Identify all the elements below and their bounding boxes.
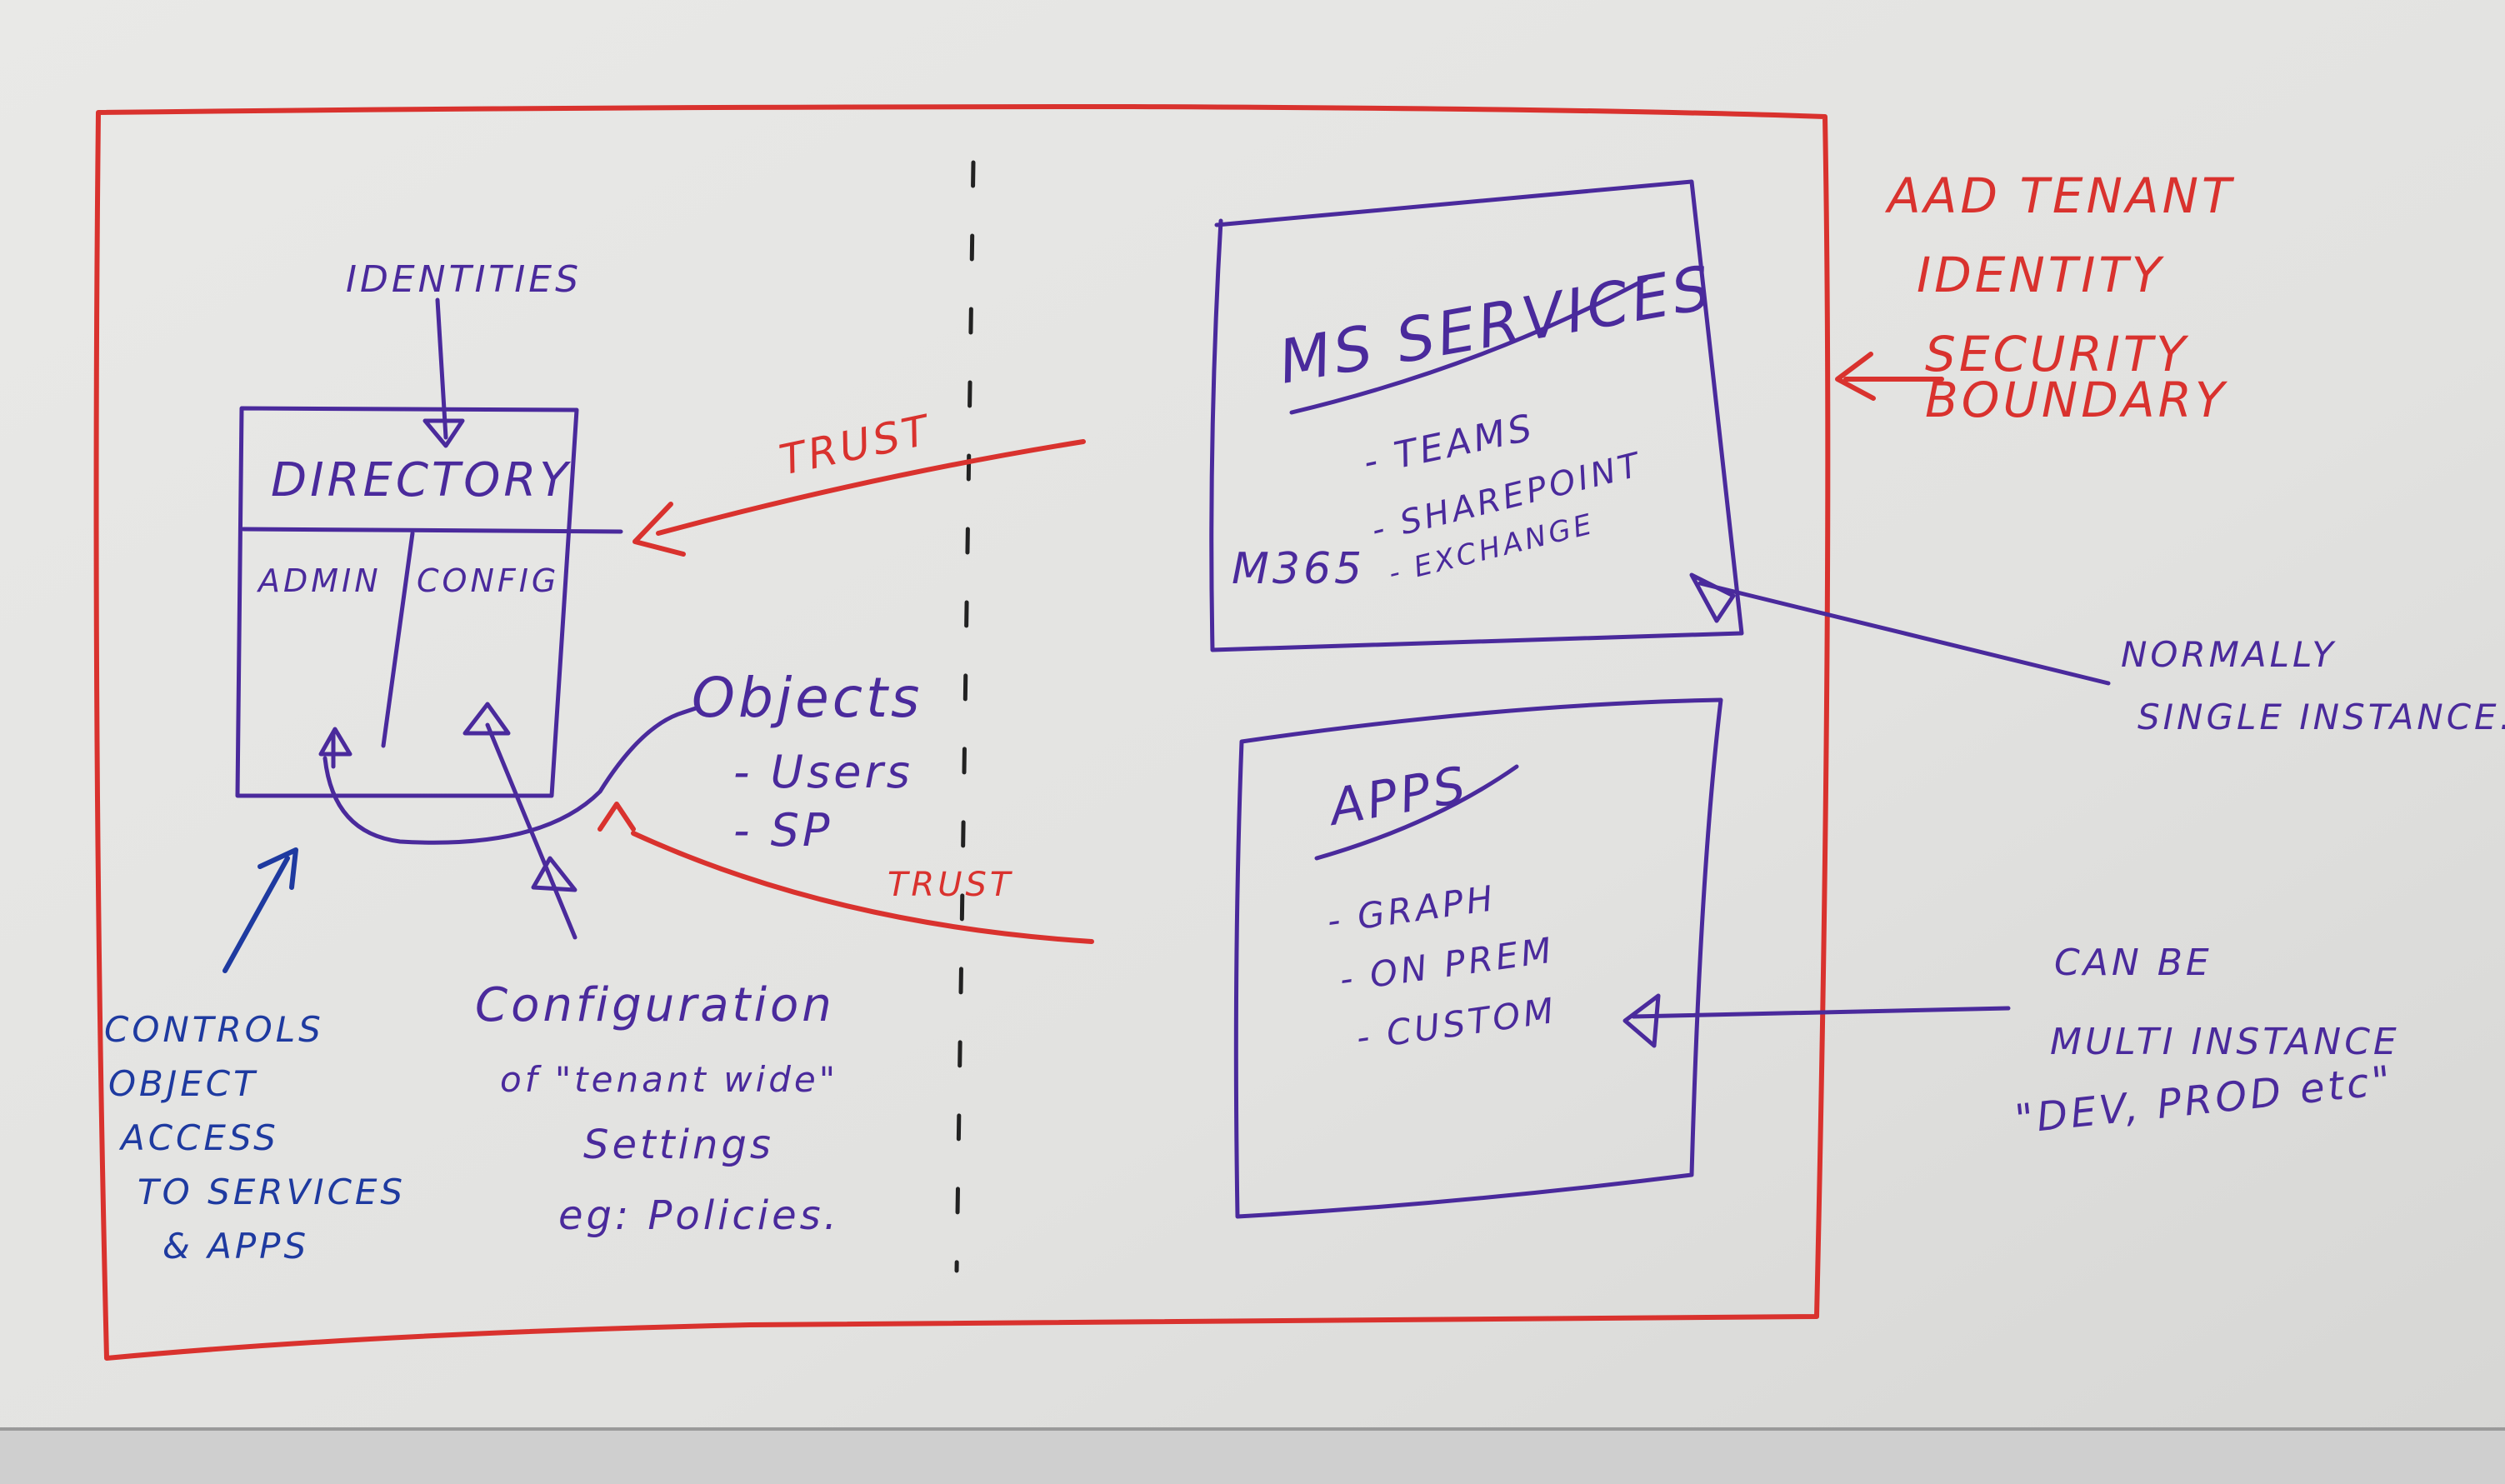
config-note-line-1: Configuration	[475, 978, 835, 1032]
trust-lower-arrow	[631, 831, 1094, 944]
trust-lower-arrowhead	[598, 802, 636, 832]
config-note-line-3: Settings	[583, 1122, 774, 1168]
identities-arrowhead	[422, 418, 465, 448]
controls-note-line-1: CONTROLS	[104, 1009, 324, 1050]
config-note-line-4: eg: Policies.	[558, 1192, 840, 1239]
trust-upper-arrowhead	[632, 502, 686, 557]
objects-curve	[322, 710, 686, 845]
controls-note-line-2: OBJECT	[108, 1063, 258, 1104]
configuration-arrowhead	[531, 856, 578, 892]
board-frame-bottom	[0, 1429, 2505, 1484]
normally-arrowhead	[1689, 572, 1736, 623]
identities-arrow	[435, 297, 448, 440]
boundary-arrowhead	[1835, 352, 1876, 401]
controls-arrow	[222, 856, 290, 973]
normally-note-line-1: NORMALLY	[2121, 634, 2337, 675]
objects-item-sp: - SP	[733, 804, 833, 857]
directory-header-divider	[241, 527, 623, 534]
controls-arrowhead	[258, 847, 298, 890]
config-note-line-2: of "tenant wide"	[500, 1059, 838, 1100]
multi-instance-arrow	[1631, 1006, 2011, 1019]
controls-note-line-4: TO SERVICES	[138, 1172, 406, 1212]
ms-services-box	[1209, 179, 1744, 652]
tenant-boundary-box	[93, 104, 1831, 1361]
apps-underline	[1314, 764, 1519, 861]
objects-connector	[681, 706, 698, 715]
multi-note-line-1: CAN BE	[2054, 942, 2212, 984]
multi-instance-arrowhead	[1622, 993, 1661, 1048]
directory-title: DIRECTORY	[271, 453, 571, 507]
trust-upper-arrow	[656, 439, 1086, 536]
config-up-arrowhead	[462, 702, 511, 736]
objects-item-users: - Users	[733, 746, 913, 798]
tenant-label-line-2: IDENTITY	[1917, 247, 2165, 303]
trust-lower-label: TRUST	[888, 866, 1013, 904]
directory-column-divider	[381, 531, 415, 748]
normally-note-line-2: SINGLE INSTANCE.	[2138, 697, 2505, 737]
identities-label: IDENTITIES	[346, 258, 582, 301]
normally-arrow	[1698, 581, 2111, 686]
directory-admin-label: ADMIN	[256, 562, 382, 599]
ms-services-side-label: M365	[1232, 544, 1365, 594]
ms-services-underline	[1289, 277, 1648, 415]
configuration-arrow	[485, 722, 578, 940]
controls-note-line-3: ACCESS	[118, 1117, 279, 1158]
directory-config-label: CONFIG	[417, 562, 559, 599]
controls-note-line-5: & APPS	[162, 1226, 309, 1267]
multi-note-line-2: MULTI INSTANCE	[2050, 1021, 2400, 1063]
tenant-label-line-3: SECURITY	[1925, 326, 2189, 382]
apps-box	[1233, 697, 1723, 1219]
directory-box	[235, 406, 579, 798]
admin-up-arrowhead	[318, 727, 352, 757]
objects-title: Objects	[692, 666, 922, 730]
tenant-label-line-4: BOUNDARY	[1925, 372, 2228, 428]
tenant-label-line-1: AAD TENANT	[1884, 167, 2235, 224]
